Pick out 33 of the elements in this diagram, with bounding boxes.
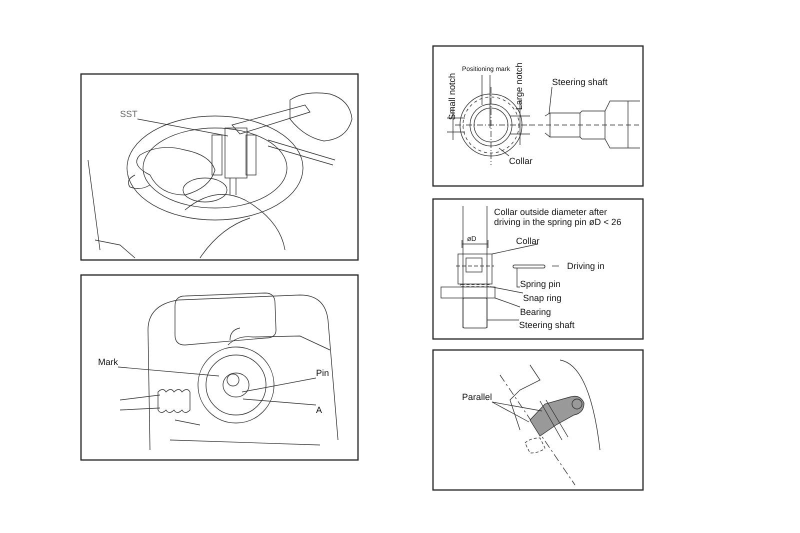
dimension-label: Large notch: [514, 62, 524, 110]
leader-line: [516, 268, 520, 288]
callout-label: Collar: [509, 156, 533, 166]
note-text: Collar outside diameter after driving in the spring pin øD < 26: [494, 207, 622, 227]
leader-line: [137, 118, 228, 136]
callout-label: Steering shaft: [552, 77, 608, 87]
part-bar: [512, 264, 546, 268]
leader-line: [490, 286, 524, 294]
leader-line: [242, 378, 316, 392]
callout-label: Bearing: [520, 307, 552, 317]
callout-label: Mark: [98, 357, 118, 367]
callout-label: Collar: [516, 236, 540, 246]
leader-line: [548, 86, 552, 114]
callout-label: Steering shaft: [519, 320, 575, 330]
callout-label: SST: [120, 109, 138, 119]
leader-line: [492, 402, 542, 412]
callout-label: Pin: [316, 368, 330, 378]
callout-label: Spring pin: [520, 279, 561, 289]
leader-line: [242, 398, 316, 406]
callout-label: Snap ring: [523, 293, 562, 303]
callout-label: A: [316, 405, 322, 415]
leader-line: [118, 366, 220, 376]
callout-label: Driving in: [567, 261, 605, 271]
leader-line: [494, 298, 520, 308]
callout-label: Parallel: [462, 392, 492, 402]
leader-line: [498, 148, 510, 156]
dimension-label: Small notch: [447, 72, 457, 120]
leader-line: [492, 402, 530, 422]
part-bar: [460, 284, 490, 287]
part-box: [458, 254, 492, 284]
part-bar: [462, 298, 488, 328]
part-box: [440, 286, 496, 298]
leader-line: [492, 244, 538, 254]
